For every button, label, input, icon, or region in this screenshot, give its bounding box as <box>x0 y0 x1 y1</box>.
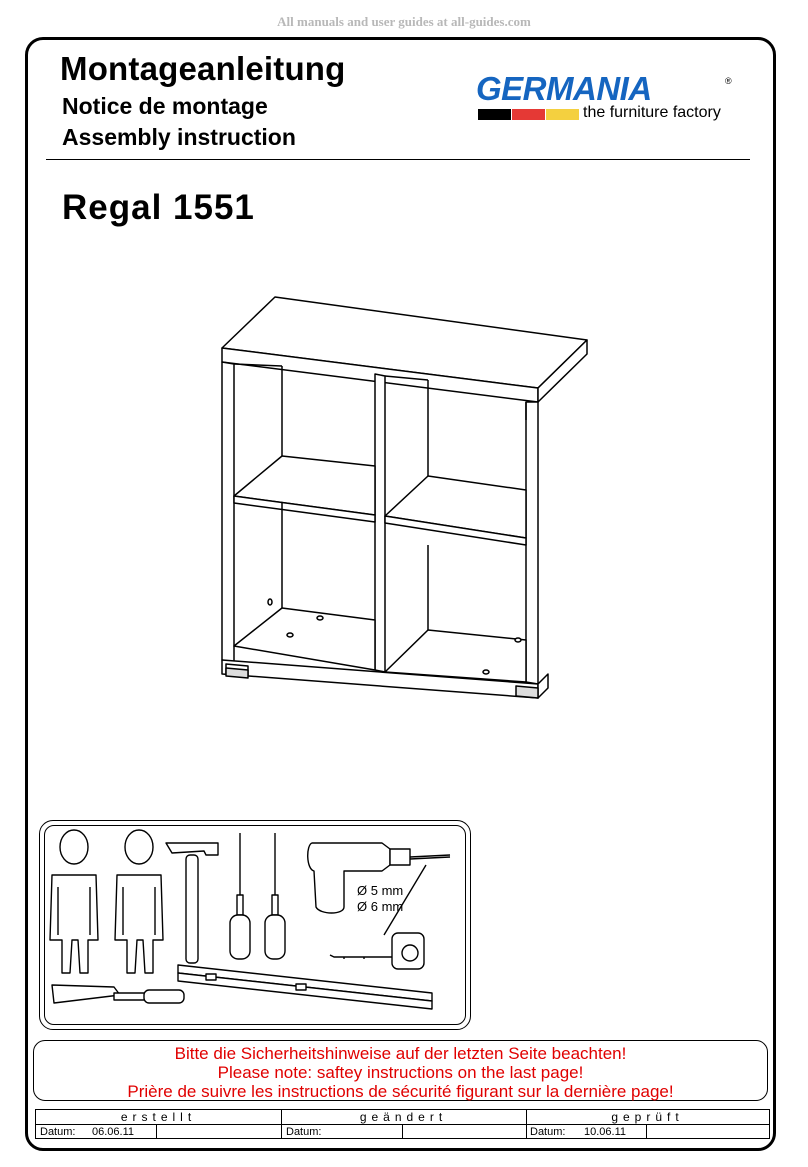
brand-name: GERMANIA <box>476 70 652 107</box>
drill-size-5mm: Ø 5 mm <box>357 883 404 898</box>
safety-line-french: Prière de suivre les instructions de séc… <box>127 1082 674 1101</box>
registered-mark: ® <box>725 76 732 86</box>
screwdriver-flat-icon <box>229 833 251 960</box>
title-german: Montageanleitung <box>60 50 346 87</box>
product-model: Regal 1551 <box>62 188 255 227</box>
person-icon <box>114 829 164 974</box>
title-english: Assembly instruction <box>62 124 296 150</box>
flag-black-stripe <box>478 109 511 120</box>
person-icon <box>49 829 99 974</box>
created-header: erstellt <box>36 1110 281 1125</box>
column-divider <box>281 1110 282 1138</box>
screwdriver-phillips-icon <box>264 833 286 960</box>
checked-header: geprüft <box>526 1110 769 1125</box>
title-french: Notice de montage <box>62 93 268 119</box>
safety-line-english: Please note: saftey instructions on the … <box>217 1063 584 1082</box>
column-divider <box>526 1110 527 1138</box>
tools-illustration <box>49 829 451 1010</box>
created-date-label: Datum: <box>40 1126 76 1138</box>
watermark-text: All manuals and user guides at all-guide… <box>277 14 531 29</box>
revision-table: erstellt geändert geprüft Datum: 06.06.1… <box>35 1109 770 1139</box>
shelf-illustration <box>221 296 588 699</box>
cell-divider <box>156 1125 157 1138</box>
drill-size-6mm: Ø 6 mm <box>357 899 404 914</box>
spirit-level-icon <box>177 964 433 1010</box>
brand-tagline: the furniture factory <box>583 104 721 121</box>
hammer-icon <box>165 842 219 964</box>
flag-red-stripe <box>512 109 545 120</box>
tools-panel-inner <box>44 825 466 1025</box>
checked-date-label: Datum: <box>530 1126 566 1138</box>
created-date: 06.06.11 <box>92 1126 135 1138</box>
flag-gold-stripe <box>546 109 579 120</box>
safety-line-german: Bitte die Sicherheitshinweise auf der le… <box>174 1044 627 1063</box>
tape-measure-icon <box>329 932 425 970</box>
cell-divider <box>646 1125 647 1138</box>
safety-notice: Bitte die Sicherheitshinweise auf der le… <box>33 1040 768 1101</box>
saw-icon <box>51 984 185 1004</box>
header-divider <box>46 159 750 160</box>
drill-icon <box>307 842 451 936</box>
checked-date: 10.06.11 <box>584 1126 627 1138</box>
cell-divider <box>402 1125 403 1138</box>
changed-header: geändert <box>281 1110 526 1125</box>
changed-date-label: Datum: <box>286 1126 322 1138</box>
page-frame <box>25 37 776 1151</box>
